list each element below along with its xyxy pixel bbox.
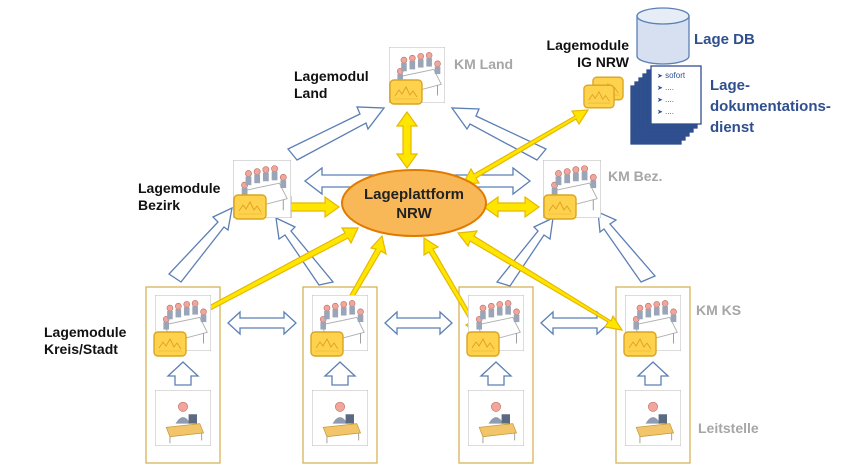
arrow-plattform-bezirk-right xyxy=(482,195,541,219)
desk-icon-4 xyxy=(625,390,681,446)
plattform-ellipse xyxy=(341,169,487,237)
label-lage-db: Lage DB xyxy=(694,31,755,48)
horiz-double-arrow-2 xyxy=(384,310,453,336)
doc-line-4: ➤ .... xyxy=(657,107,674,116)
label-leitstelle: Leitstelle xyxy=(698,420,759,436)
arrow-land-plattform xyxy=(395,110,419,170)
label-lagedoku: Lage- dokumentations- dienst xyxy=(710,77,831,136)
diag-arrow-kreis3-bezirk xyxy=(495,216,554,287)
label-lagemodule-kreis: Lagemodule Kreis/Stadt xyxy=(44,324,127,357)
kreis-container-3 xyxy=(458,286,534,464)
module-icon-kreis-2 xyxy=(310,331,344,357)
label-km-bez: KM Bez. xyxy=(608,168,663,184)
label-km-ks: KM KS xyxy=(696,302,742,318)
kreis-containers xyxy=(145,286,691,464)
diag-arrow-bezirk-land-left xyxy=(286,106,386,161)
diag-arrow-kreis2-bezirk xyxy=(275,216,335,286)
arrow-plattform-ig xyxy=(461,109,590,185)
up-arrow-4 xyxy=(636,361,670,386)
doc-line-1: ➤ sofort xyxy=(657,71,686,80)
diag-arrow-kreis4-bezirk xyxy=(597,210,657,283)
module-icon-kreis-3 xyxy=(466,331,500,357)
label-lagemodule-bezirk: Lagemodule Bezirk xyxy=(138,180,221,213)
module-icon-bezirk-right xyxy=(543,194,577,220)
horiz-double-arrow-1 xyxy=(227,310,297,336)
hollow-arrows xyxy=(166,106,670,386)
doc-line-2: ➤ .... xyxy=(657,83,674,92)
module-icon-land xyxy=(389,79,423,105)
module-icon-kreis-4 xyxy=(623,331,657,357)
label-plattform: Lageplattform NRW xyxy=(363,186,464,222)
kreis-container-4 xyxy=(615,286,691,464)
arrow-plattform-kreis4 xyxy=(456,230,624,331)
diag-arrow-bezirk-land-right xyxy=(450,107,548,161)
arrow-bezirk-left-plattform xyxy=(275,195,341,219)
document-stack-icon xyxy=(630,65,702,145)
up-arrow-3 xyxy=(479,361,513,386)
module-icon-ig-front xyxy=(583,84,615,109)
label-lagemodule-ig: Lagemodule IG NRW xyxy=(546,37,629,70)
yellow-arrows xyxy=(180,109,624,338)
desk-icon-2 xyxy=(312,390,368,446)
label-lagemodul-land: Lagemodul Land xyxy=(294,68,369,101)
module-icon-bezirk-left xyxy=(233,194,267,220)
up-arrow-2 xyxy=(323,361,357,386)
kreis-container-2 xyxy=(302,286,378,464)
diag-arrow-kreis1-bezirk xyxy=(167,206,233,283)
label-km-land: KM Land xyxy=(454,56,514,72)
kreis-container-1 xyxy=(145,286,221,464)
desk-icon-1 xyxy=(155,390,211,446)
database-icon xyxy=(636,7,690,65)
desk-icon-3 xyxy=(468,390,524,446)
doc-line-3: ➤ .... xyxy=(657,95,674,104)
up-arrow-1 xyxy=(166,361,200,386)
desk-icons xyxy=(155,390,681,446)
module-icon-kreis-1 xyxy=(153,331,187,357)
document-lines: ➤ sofort ➤ .... ➤ .... ➤ .... xyxy=(657,70,701,118)
